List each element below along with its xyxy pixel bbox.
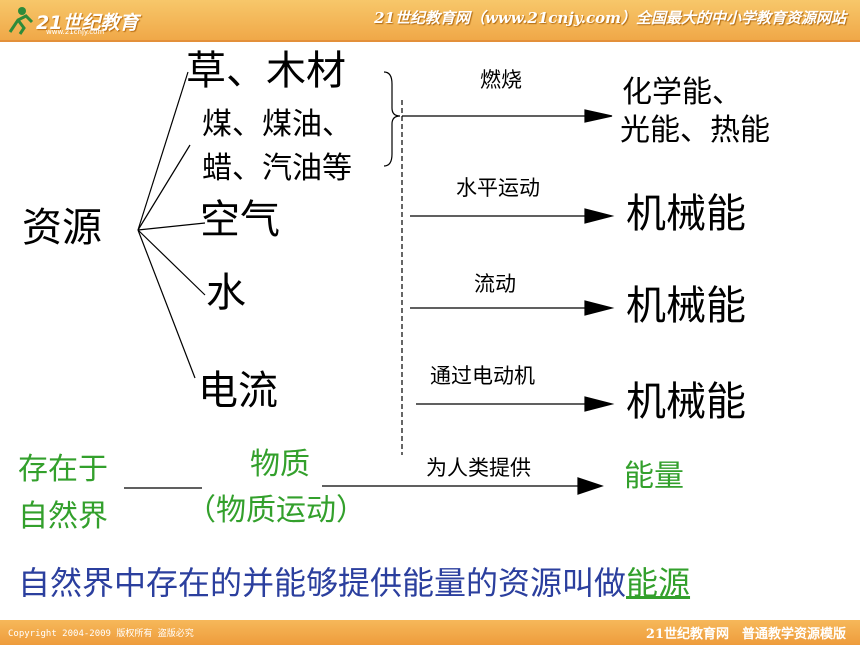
resource-current: 电流 (198, 368, 278, 414)
brace (383, 71, 401, 167)
site-logo[interactable]: 21世纪教育 www.21cnjy.com (6, 4, 146, 36)
output-light-heat: 光能、热能 (620, 113, 770, 148)
definition-text: 自然界中存在的并能够提供能量的资源叫做 (18, 564, 627, 602)
root-resource: 资源 (22, 205, 102, 251)
definition-sentence: 自然界中存在的并能够提供能量的资源叫做能源 (18, 565, 690, 602)
footer-bar: Copyright 2004-2009 版权所有 盗版必究 21世纪教育网 普通… (0, 620, 860, 645)
process-horizontal: 水平运动 (456, 176, 540, 200)
branch-lines (137, 71, 206, 379)
output-mechanical-3: 机械能 (626, 379, 746, 425)
footer-brand[interactable]: 21世纪教育网 普通教学资源模版 (645, 627, 846, 642)
process-burning: 燃烧 (480, 68, 522, 92)
output-chemical: 化学能、 (622, 75, 742, 110)
resource-grass-wood: 草、木材 (186, 48, 346, 94)
matter-label: 物质 (250, 447, 310, 482)
resource-coal: 煤、煤油、 (202, 107, 352, 142)
logo-text: 21世纪教育 (36, 12, 139, 34)
energy-label: 能量 (624, 459, 684, 494)
definition-term: 能源 (626, 564, 691, 602)
resource-water: 水 (206, 270, 246, 316)
header-slogan: 21世纪教育网（www.21cnjy.com）全国最大的中小学教育资源网站 (374, 9, 846, 27)
resource-wax: 蜡、汽油等 (202, 151, 352, 186)
process-motor: 通过电动机 (430, 364, 535, 388)
process-flow: 流动 (474, 272, 516, 296)
copyright-text: Copyright 2004-2009 版权所有 盗版必究 (8, 629, 194, 639)
output-mechanical-1: 机械能 (626, 191, 746, 237)
logo-url: www.21cnjy.com (46, 28, 105, 36)
resource-air: 空气 (200, 197, 280, 243)
nature-label: 自然界 (18, 499, 108, 534)
arrows (322, 109, 615, 495)
process-provides: 为人类提供 (426, 456, 531, 480)
runner-icon (8, 7, 34, 35)
output-mechanical-2: 机械能 (626, 283, 746, 329)
header-bar: 21世纪教育 www.21cnjy.com 21世纪教育网（www.21cnjy… (0, 0, 860, 42)
exists-in-label: 存在于 (18, 452, 108, 487)
matter-motion-label: （物质运动） (186, 493, 366, 528)
